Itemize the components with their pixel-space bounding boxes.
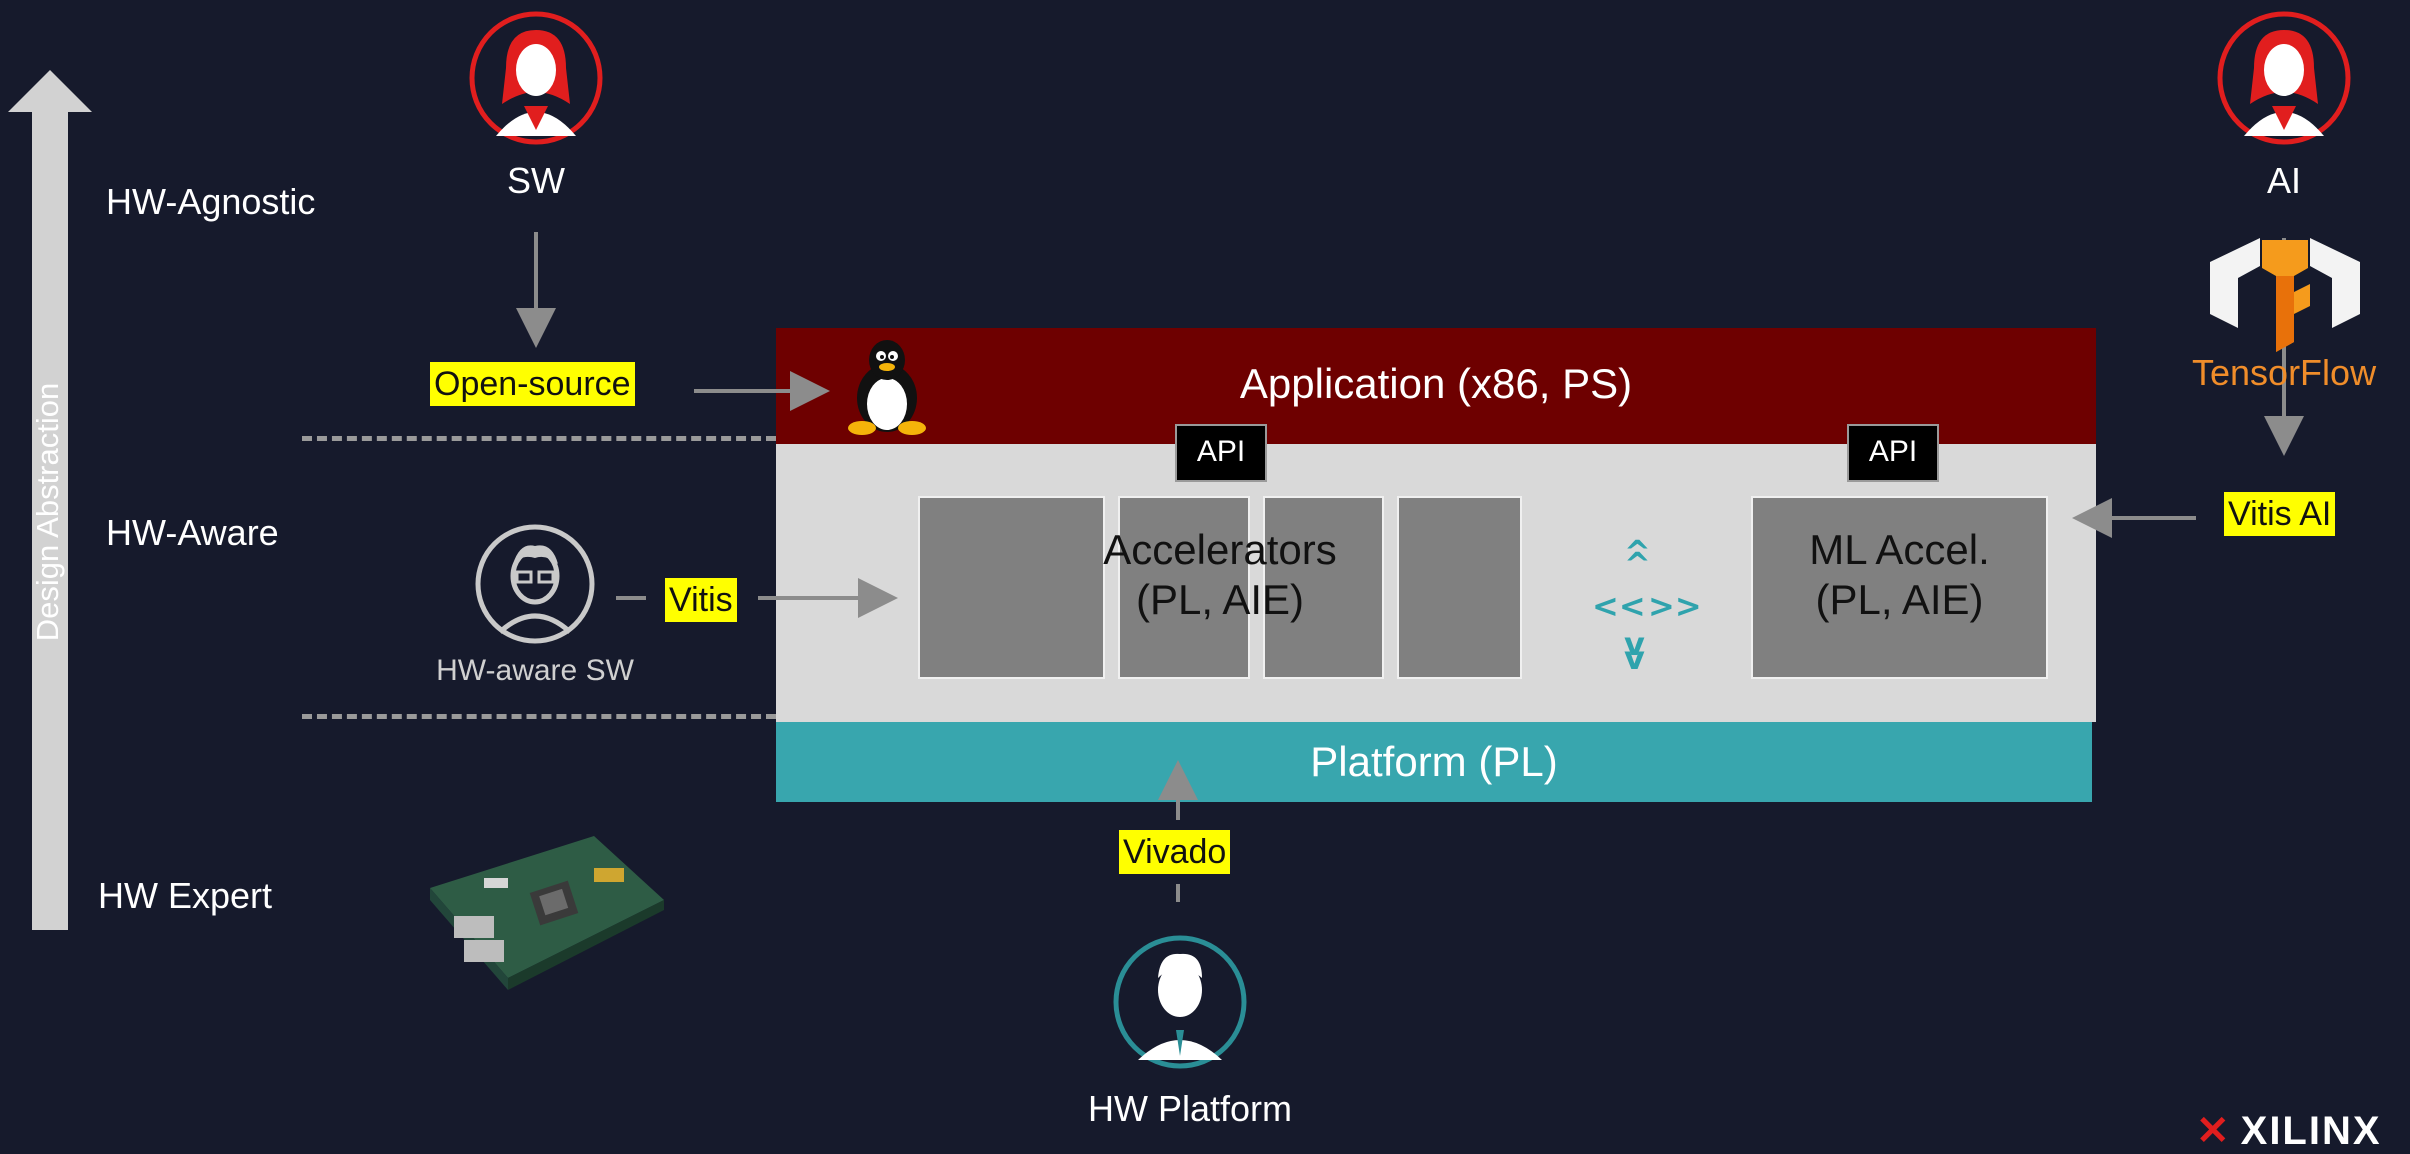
- application-title: Application (x86, PS): [1239, 360, 1633, 407]
- separator-bottom: [302, 714, 776, 719]
- persona-ai-label: AI: [2266, 160, 2301, 201]
- tool-vitis: Vitis: [665, 578, 737, 622]
- chevron-down-icon: v: [1624, 639, 1645, 677]
- chevron-up-icon: ^: [1624, 533, 1651, 571]
- chevron-down-icon: v: [1624, 625, 1645, 663]
- xilinx-logo: ✕ XILINX: [2196, 1108, 2382, 1154]
- ai-persona-icon: [2217, 11, 2351, 145]
- level-hw-aware: HW-Aware: [106, 512, 279, 553]
- tensorflow-wordmark: TensorFlow: [2192, 352, 2376, 394]
- chevron-right-icon: >>: [1648, 587, 1702, 625]
- accelerators-label-line2: (PL, AIE): [1135, 576, 1305, 623]
- api-tag-ml: API: [1847, 424, 1939, 482]
- ml-accelerator-block: [1751, 496, 2048, 679]
- tensorflow-text: TensorFlow: [2192, 352, 2377, 393]
- hw-platform-persona-icon: [1113, 935, 1247, 1069]
- separator-top: [302, 436, 776, 441]
- level-hw-expert: HW Expert: [98, 875, 273, 916]
- tensorflow-logo-icon: [2210, 238, 2360, 352]
- api-tag-accelerators: API: [1175, 424, 1267, 482]
- tool-vitis-ai: Vitis AI: [2224, 492, 2336, 536]
- tool-open-source: Open-source: [430, 362, 635, 406]
- chevron-left-icon: <<: [1592, 587, 1646, 625]
- connector-arrows: [516, 232, 2304, 902]
- design-abstraction-arrow: [8, 70, 92, 930]
- ml-accel-label-line1: ML Accel.: [1809, 526, 1990, 573]
- hw-aware-sw-persona-icon: [475, 524, 595, 644]
- chevron-up-icon: ^: [1624, 545, 1651, 583]
- xilinx-mark-icon: ✕: [2196, 1109, 2230, 1153]
- accelerator-block: [1397, 496, 1522, 679]
- ml-accel-label-line2: (PL, AIE): [1815, 576, 1984, 623]
- level-hw-agnostic: HW-Agnostic: [106, 181, 316, 222]
- fpga-board-image: [430, 836, 664, 990]
- accelerator-block: [1263, 496, 1384, 679]
- persona-sw-label: SW: [507, 160, 565, 201]
- linux-tux-icon: [848, 340, 926, 435]
- accelerator-block: [918, 496, 1105, 679]
- sw-persona-icon: [469, 11, 603, 145]
- tool-vivado: Vivado: [1119, 830, 1231, 874]
- platform-layer: Platform (PL): [776, 722, 2092, 802]
- platform-title: Platform (PL): [1310, 738, 1558, 785]
- persona-hw-platform-label: HW Platform: [1087, 1088, 1292, 1129]
- accelerators-label-line1: Accelerators: [1103, 526, 1337, 573]
- accelerator-block: [1118, 496, 1250, 679]
- xilinx-wordmark: XILINX: [2240, 1109, 2382, 1153]
- persona-hw-aware-sw-label: HW-aware SW: [436, 654, 634, 687]
